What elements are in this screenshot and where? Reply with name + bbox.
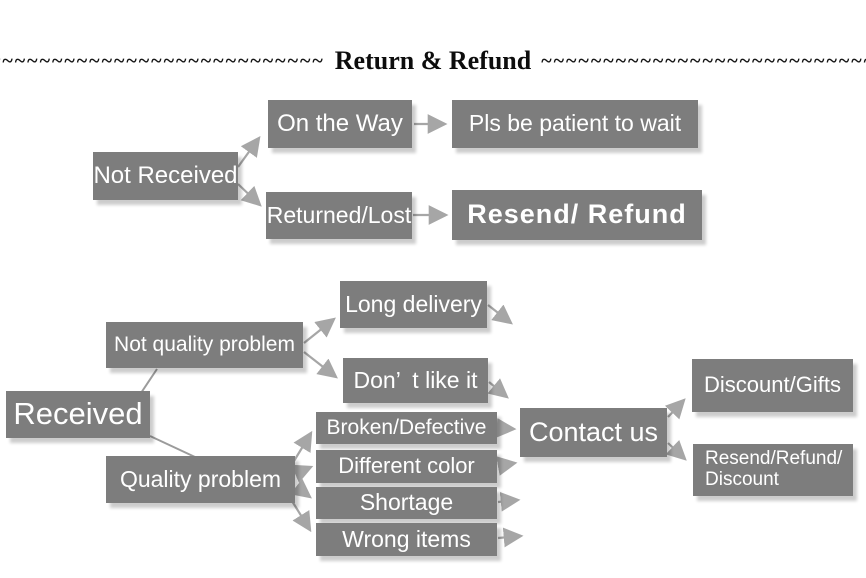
edge-not-quality-to-dont-like-it [303,351,338,379]
edge-quality-to-wrong-items [291,500,312,533]
edge-broken-defective-to-contact-us [496,418,517,438]
node-contact-us: Contact us [520,408,667,457]
node-quality-problem-label: Quality problem [119,465,282,492]
node-not-quality-problem-label: Not quality problem [114,333,295,357]
edge-wrong-items-to-contact-us [497,527,524,548]
edge-received-to-not-quality-problem [140,368,158,394]
node-on-the-way-label: On the Way [277,109,403,137]
node-discount-gifts: Discount/Gifts [692,359,853,412]
node-received-label: Received [13,396,143,432]
node-resend-refund: Resend/ Refund [452,190,702,240]
edge-quality-to-broken-defective [293,430,313,462]
node-returned-lost-label: Returned/Lost [266,201,412,228]
node-received: Received [6,391,150,438]
node-dont-like-it-label: Don’ t like it [353,366,478,393]
edge-quality-to-shortage [290,478,312,499]
edge-not-received-to-on-the-way [237,135,261,168]
node-on-the-way: On the Way [268,100,412,148]
node-long-delivery: Long delivery [340,281,487,328]
node-discount-gifts-label: Discount/Gifts [704,372,841,398]
node-resend-refund-label: Resend/ Refund [467,199,687,230]
node-not-received-label: Not Received [93,161,238,189]
edge-shortage-to-contact-us [497,491,521,512]
node-not-received: Not Received [93,152,238,200]
tilde-divider-right: ~~~~~~~~~~~~~~~~~~~~~~~~~~~~~~~~~~~~~~~~ [541,49,866,72]
node-shortage-label: Shortage [359,489,454,516]
node-wrong-items: Wrong items [316,523,497,556]
tilde-divider-left: ~~~~~~~~~~~~~~~~~~~~~~~~~~~~~~~~~~~~~~~~ [0,49,325,72]
title-divider: ~~~~~~~~~~~~~~~~~~~~~~~~~~~~~~~~~~~~~~~~… [0,42,866,80]
node-broken-defective: Broken/Defective [316,412,497,444]
edge-different-color-to-contact-us [496,456,518,476]
node-different-color: Different color [316,450,497,483]
node-contact-us-label: Contact us [528,416,659,447]
edge-quality-to-different-color [291,464,314,483]
edge-dont-like-it-to-contact-us [487,378,509,399]
edge-contact-us-to-discount-gifts [664,398,686,420]
node-long-delivery-label: Long delivery [345,290,482,317]
node-quality-problem: Quality problem [106,456,295,503]
page-title: Return & Refund [334,46,532,75]
node-resend-refund-discount-label: Resend/Refund/ Discount [705,448,843,490]
node-wrong-items-label: Wrong items [342,525,471,552]
node-broken-defective-label: Broken/Defective [326,416,487,440]
edge-not-received-to-returned-lost [237,183,262,207]
node-shortage: Shortage [316,487,497,519]
edge-not-quality-to-long-delivery [303,317,336,344]
node-different-color-label: Different color [338,453,475,479]
node-dont-like-it: Don’ t like it [343,358,488,403]
edge-received-to-quality-problem [149,435,196,458]
edge-contact-us-to-resend-refund-discount [665,439,687,461]
node-resend-refund-discount: Resend/Refund/ Discount [693,444,853,496]
node-not-quality-problem: Not quality problem [106,322,303,368]
node-pls-be-patient: Pls be patient to wait [452,100,698,148]
node-pls-be-patient-label: Pls be patient to wait [468,110,682,137]
edge-long-delivery-to-contact-us [487,304,513,325]
node-returned-lost: Returned/Lost [266,192,412,239]
